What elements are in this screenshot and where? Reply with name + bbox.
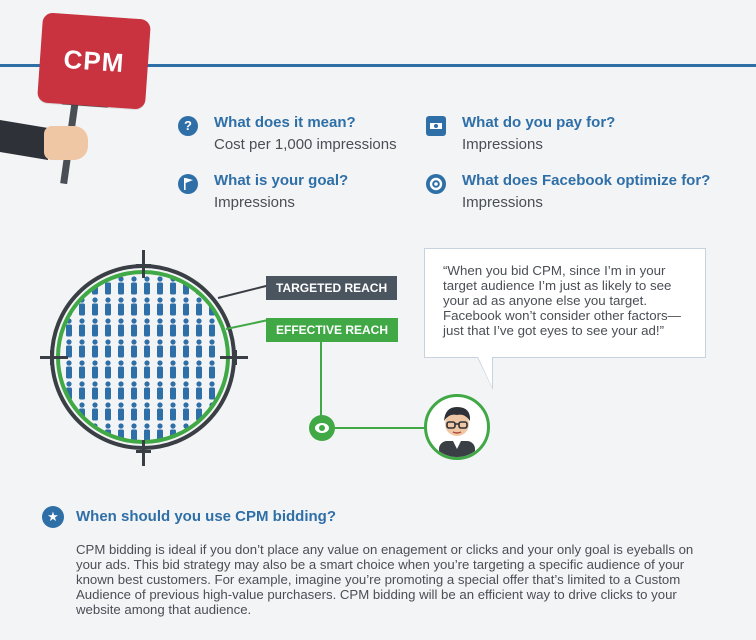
money-icon [426,116,446,136]
crosshair-cap-left [50,350,53,365]
crosshair-tick-left [40,356,68,359]
quote-bubble: “When you bid CPM, since I’m in your tar… [424,248,706,358]
eye-icon [309,415,335,441]
sleeve [0,120,48,160]
eye-to-avatar-line [335,427,427,429]
quote-text: “When you bid CPM, since I’m in your tar… [443,263,681,338]
qa-question: What do you pay for? [462,114,616,131]
person-icon [209,423,215,442]
qa-answer: Impressions [462,136,543,153]
qa-answer: Cost per 1,000 impressions [214,136,397,153]
effective-reach-circle [56,270,230,444]
crosshair-cap-top [136,264,151,267]
sign-label: CPM [62,43,126,79]
crosshair-tick-bottom [142,440,145,466]
section-body: CPM bidding is ideal if you don’t place … [76,542,694,617]
effective-reach-label: EFFECTIVE REACH [266,318,399,342]
qa-question: What does it mean? [214,114,356,131]
qa-answer: Impressions [462,194,543,211]
star-icon: ★ [42,506,64,528]
question-icon: ? [178,116,198,136]
quote-tail [478,357,492,387]
qa-question: What does Facebook optimize for? [462,172,711,189]
flag-icon [178,174,198,194]
avatar [424,394,490,460]
targeted-reach-label: TARGETED REACH [266,276,398,300]
crosshair-cap-bottom [136,450,151,453]
section-title: When should you use CPM bidding? [76,508,336,525]
qa-question: What is your goal? [214,172,349,189]
target-reach-diagram [36,250,266,470]
gear-icon [426,174,446,194]
sign-board: CPM [36,12,152,110]
effective-drop-line [320,340,322,416]
person-icon [66,276,72,295]
hand [44,126,88,160]
person-icon [66,423,72,442]
qa-answer: Impressions [214,194,295,211]
cpm-sign-illustration: CPM [0,0,170,190]
header-divider [0,64,756,67]
crosshair-cap-right [234,350,237,365]
